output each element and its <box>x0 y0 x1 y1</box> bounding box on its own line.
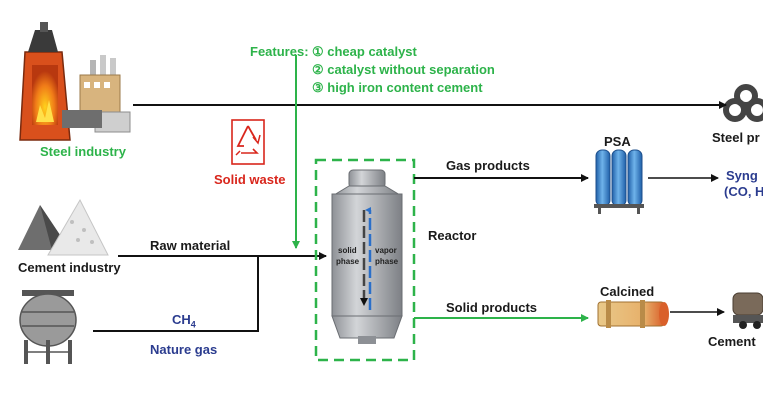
psa-label: PSA <box>604 134 631 149</box>
vapor-phase-line2: phase <box>375 257 399 266</box>
syngas-label-line1: Syng <box>726 168 758 183</box>
calcined-label: Calcined <box>600 284 655 299</box>
steel-product-icon <box>723 84 763 122</box>
ch4-line <box>93 256 259 332</box>
steel-industry-label: Steel industry <box>40 144 126 159</box>
ch4-label: CH4 <box>172 312 196 330</box>
nature-gas-label: Nature gas <box>150 342 218 357</box>
feature-item-2: ② catalyst without separation <box>312 62 495 77</box>
raw-material-label: Raw material <box>150 238 231 253</box>
feature-item-1: ① cheap catalyst <box>312 44 417 59</box>
cement-truck-icon <box>732 292 763 329</box>
solid-phase-line2: phase <box>336 257 360 266</box>
cement-industry-label: Cement industry <box>18 260 121 275</box>
vapor-phase-line1: vapor <box>375 246 397 255</box>
cement-product-label: Cement <box>708 334 756 349</box>
calcined-kiln-icon <box>597 300 669 328</box>
syngas-label-line2: (CO, H <box>724 184 763 199</box>
gas-tank-icon <box>19 290 77 364</box>
reactor-label: Reactor <box>428 228 477 243</box>
cement-piles-icon <box>18 198 109 256</box>
reactor-boundary <box>314 158 416 362</box>
solid-products-label: Solid products <box>446 300 537 315</box>
steel-product-label: Steel pr <box>712 130 760 145</box>
psa-columns-icon <box>594 149 644 214</box>
steel-plant-icon <box>19 22 131 141</box>
features-title: Features: <box>250 44 309 59</box>
reactor-vessel <box>331 169 403 344</box>
gas-products-label: Gas products <box>446 158 530 173</box>
solid-waste-label: Solid waste <box>214 172 286 187</box>
feature-item-3: ③ high iron content cement <box>312 80 483 95</box>
recycle-icon <box>231 119 265 165</box>
solid-phase-line1: solid <box>338 246 357 255</box>
